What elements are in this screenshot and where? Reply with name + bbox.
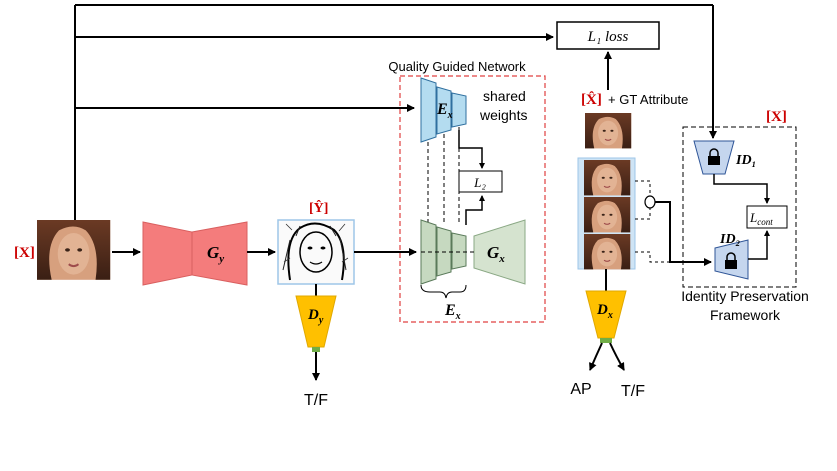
l2-label: L₂ [473,175,486,190]
arrow-bottom-to-l2 [465,195,485,225]
input-face-image [36,219,112,281]
tf-right-label: T/F [621,383,645,400]
gx-label: Gx [487,243,505,265]
id2-label: ID₂ [719,232,741,247]
gy-label: Gy [207,243,224,265]
discriminator-dx: Dx [585,290,627,343]
shared-weight-links [427,127,460,225]
y-hat-label: [Ŷ] [309,199,328,216]
arrow-id2-to-lcont [748,230,770,260]
generator-gx: Gx [473,219,526,285]
shared-weights-line2: weights [479,107,527,123]
shared-weights-line1: shared [483,88,526,104]
identity-title-line1: Identity Preservation [681,288,809,304]
arrow-id1-to-lcont [713,174,770,204]
gt-attribute-label: + GT Attribute [608,92,688,107]
l1-loss-box: L₁ loss [556,21,660,50]
identity-frame [682,126,797,288]
generator-gy: Gy [142,221,248,286]
face-stack-item-3 [583,233,631,270]
input-x-label: [X] [14,245,35,261]
id1-network: ID₁ [693,140,756,175]
tf-left-label: T/F [304,392,328,409]
id1-label: ID₁ [735,153,756,168]
ap-label: AP [570,381,591,398]
identity-title-line2: Framework [710,307,781,323]
arrow-to-id2 [655,201,712,266]
stack-connectors [635,180,675,263]
top-feedback-lines [74,4,717,222]
lcont-label: Lcont [749,210,773,227]
reconstructed-face-image [584,112,632,149]
lock-icon [708,148,720,165]
ex-bottom-brace [420,284,467,299]
sketch-image [277,219,355,285]
arrow-dx-tf [609,342,625,371]
face-stack-item-2 [583,196,631,233]
l1-loss-label: L₁ loss [587,29,629,45]
x-label-right: [X] [766,109,787,125]
id2-network: ID₂ [714,232,749,280]
ex-bottom-label: Ex [444,302,461,322]
quality-net-title: Quality Guided Network [388,59,526,74]
face-stack [577,157,636,270]
discriminator-dy: Dy [295,295,337,352]
lcont-box: Lcont [746,205,788,229]
x-hat-label: [X̂] [581,91,602,108]
dy-label: Dy [307,307,324,326]
encoder-top: Ex [420,77,467,143]
ex-top-label: Ex [436,101,453,121]
l2-box: L₂ [458,170,503,193]
dx-label: Dx [596,302,613,321]
merge-node [644,195,656,209]
quality-net-frame [399,75,546,323]
lock-icon [725,252,737,269]
face-stack-item-1 [583,159,631,196]
arrow-dx-ap [589,342,603,371]
arrow-top-to-l2 [458,130,485,169]
